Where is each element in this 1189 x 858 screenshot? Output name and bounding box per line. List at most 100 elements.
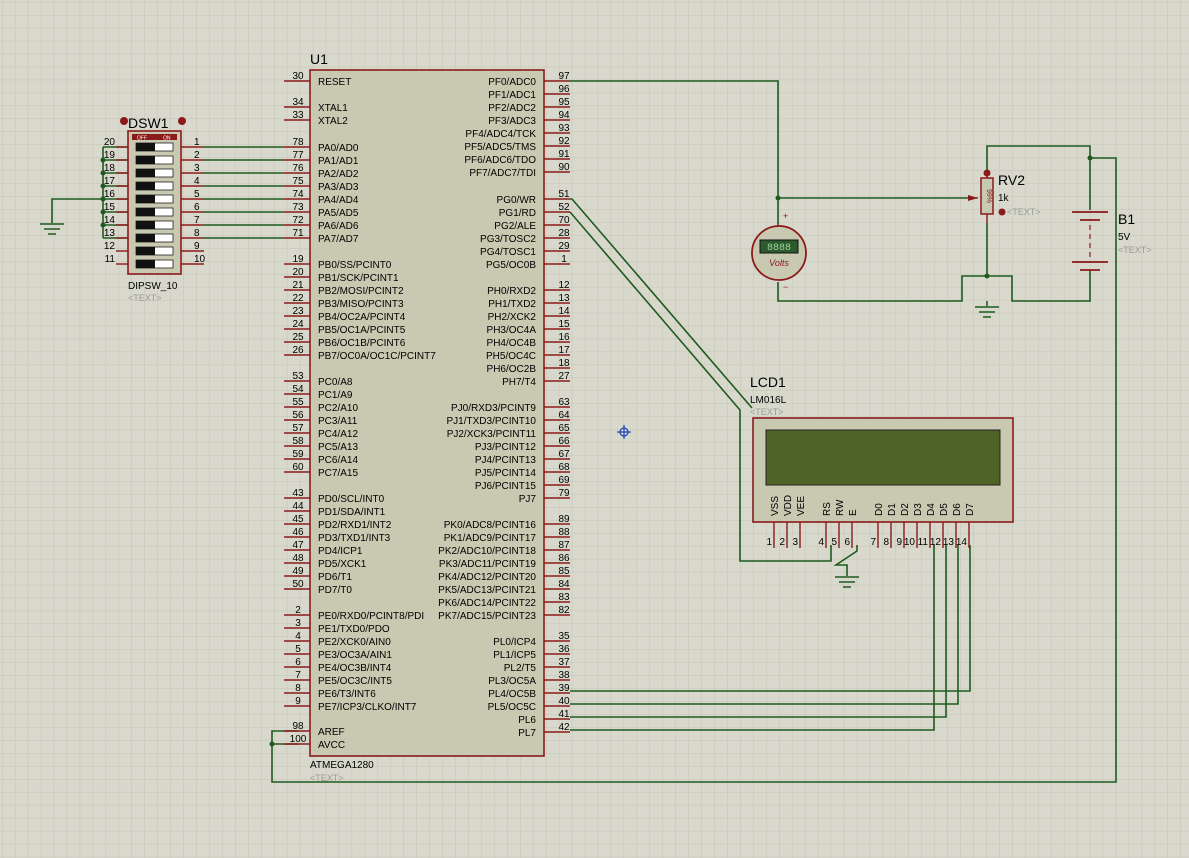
dsw-pin-number: 3 xyxy=(194,163,200,174)
u1-pin-label: PA5/AD5 xyxy=(318,208,359,219)
wire-pl6-d5[interactable] xyxy=(570,545,947,718)
lcd-pin-label: D5 xyxy=(939,503,950,516)
dsw-on-label: ON xyxy=(163,136,171,142)
u1-pin-number: 96 xyxy=(558,84,570,95)
wire-lcd-rw-gnd[interactable] xyxy=(833,545,858,576)
wire-pl4-d7[interactable] xyxy=(570,545,971,692)
u1-pin-number: 19 xyxy=(292,254,304,265)
u1-pin-number: 46 xyxy=(292,527,304,538)
dsw-probe-dot-right xyxy=(178,117,186,125)
u1-pin-number: 67 xyxy=(558,449,570,460)
dsw-switch-lever xyxy=(136,143,155,151)
u1-pin-number: 68 xyxy=(558,462,570,473)
lcd-pin-label: RS xyxy=(822,502,833,516)
u1-pin-label: PA1/AD1 xyxy=(318,156,359,167)
u1-pin-number: 93 xyxy=(558,123,570,134)
dsw-pin-number: 19 xyxy=(104,150,116,161)
dc-voltmeter[interactable]: 8888 Volts + − xyxy=(751,211,807,292)
u1-pin-label: PL1/ICP5 xyxy=(493,650,536,661)
lcd-pin-number: 13 xyxy=(943,537,955,548)
u1-pin-number: 26 xyxy=(292,345,304,356)
u1-pin-label: PJ7 xyxy=(519,494,537,505)
u1-pin-number: 15 xyxy=(558,319,570,330)
wire-pl7-d4[interactable] xyxy=(570,545,935,731)
u1-pin-number: 48 xyxy=(292,553,304,564)
dsw-switch-lever xyxy=(136,208,155,216)
wire-pg0-lcd[interactable] xyxy=(570,198,753,409)
wire-pl5-d6[interactable] xyxy=(570,545,959,705)
u1-pin-number: 14 xyxy=(558,306,570,317)
u1-pin-label: PJ1/TXD3/PCINT10 xyxy=(447,416,537,427)
u1-pin-label: PF3/ADC3 xyxy=(488,116,536,127)
u1-right-pins: 97PF0/ADC096PF1/ADC195PF2/ADC294PF3/ADC3… xyxy=(438,71,570,739)
u1-pin-number: 6 xyxy=(295,657,301,668)
u1-pin-label: PH2/XCK2 xyxy=(488,312,537,323)
wire-pf0-volt[interactable] xyxy=(570,80,779,224)
u1-pin-label: PE6/T3/INT6 xyxy=(318,689,376,700)
dip-switch-dsw1[interactable]: OFF ON DSW1 DIPSW_10 <TEXT> 201918171615… xyxy=(104,115,206,303)
lcd-pin-label: VDD xyxy=(783,495,794,516)
u1-pin-label: PC0/A8 xyxy=(318,377,353,388)
dsw-probe-dot-left xyxy=(120,117,128,125)
lcd-pin-label: D7 xyxy=(965,503,976,516)
u1-pin-number: 21 xyxy=(292,280,304,291)
u1-pin-label: PC1/A9 xyxy=(318,390,353,401)
u1-pin-number: 78 xyxy=(292,137,304,148)
u1-pin-number: 69 xyxy=(558,475,570,486)
lcd-pin-number: 12 xyxy=(930,537,942,548)
potentiometer-rv2[interactable]: 99% RV2 1k <TEXT> xyxy=(968,169,1041,224)
u1-pin-number: 92 xyxy=(558,136,570,147)
u1-pin-label: PB6/OC1B/PCINT6 xyxy=(318,338,406,349)
mcu-atmega1280[interactable]: U1 ATMEGA1280 <TEXT> 30RESET34XTAL133XTA… xyxy=(284,51,570,783)
dsw-pin-number: 12 xyxy=(104,241,116,252)
rv2-probe-right xyxy=(998,208,1006,216)
u1-pin-number: 83 xyxy=(558,592,570,603)
u1-pin-label: PL5/OC5C xyxy=(488,702,536,713)
lcd-pin-number: 5 xyxy=(831,537,837,548)
u1-pin-number: 100 xyxy=(290,734,307,745)
wire-dsw-common[interactable] xyxy=(51,146,128,239)
probe-crosshair-icon[interactable] xyxy=(617,425,631,439)
u1-pin-label: PD0/SCL/INT0 xyxy=(318,494,385,505)
wire-pg1-lcd[interactable] xyxy=(569,211,832,562)
u1-pin-number: 71 xyxy=(292,228,304,239)
u1-pin-number: 82 xyxy=(558,605,570,616)
u1-pin-label: PA7/AD7 xyxy=(318,234,359,245)
lcd-lm016l[interactable]: LCD1 LM016L <TEXT> 1VSS2VDD3VEE4RS5RW6E7… xyxy=(750,374,1014,548)
u1-pin-number: 13 xyxy=(558,293,570,304)
u1-pin-number: 23 xyxy=(292,306,304,317)
u1-pin-number: 9 xyxy=(295,696,301,707)
u1-pin-number: 58 xyxy=(292,436,304,447)
dsw-pin-number: 1 xyxy=(194,137,200,148)
battery-b1[interactable]: B1 5V <TEXT> xyxy=(1072,211,1152,271)
lcd-pin-label: VEE xyxy=(796,496,807,516)
u1-left-pins: 30RESET34XTAL133XTAL278PA0/AD077PA1/AD17… xyxy=(284,71,436,751)
u1-pin-label: PE4/OC3B/INT4 xyxy=(318,663,392,674)
u1-pin-number: 84 xyxy=(558,579,570,590)
dsw-switch-lever xyxy=(136,156,155,164)
u1-pin-label: PC3/A11 xyxy=(318,416,358,427)
u1-pin-label: PC2/A10 xyxy=(318,403,358,414)
u1-pin-number: 17 xyxy=(558,345,570,356)
lcd-pin-number: 6 xyxy=(844,537,850,548)
wire-rv2-top[interactable] xyxy=(986,145,1091,210)
u1-pin-label: PC6/A14 xyxy=(318,455,358,466)
u1-pin-label: PF0/ADC0 xyxy=(488,77,536,88)
lcd1-ref: LCD1 xyxy=(750,374,786,390)
wire-battery-avcc[interactable] xyxy=(271,157,1117,783)
u1-pin-number: 86 xyxy=(558,553,570,564)
dsw-pin-number: 11 xyxy=(105,254,116,265)
dsw-pin-number: 17 xyxy=(104,176,116,187)
u1-pin-number: 98 xyxy=(292,721,304,732)
u1-pin-number: 18 xyxy=(558,358,570,369)
lcd-pin-label: D6 xyxy=(952,503,963,516)
u1-pin-number: 8 xyxy=(295,683,301,694)
u1-pin-label: PG1/RD xyxy=(499,208,536,219)
u1-pin-number: 73 xyxy=(292,202,304,213)
lcd1-text: <TEXT> xyxy=(750,407,784,417)
u1-pin-label: PJ3/PCINT12 xyxy=(475,442,537,453)
u1-pin-number: 16 xyxy=(558,332,570,343)
lcd-screen xyxy=(765,429,1001,486)
u1-pin-label: PL3/OC5A xyxy=(488,676,536,687)
